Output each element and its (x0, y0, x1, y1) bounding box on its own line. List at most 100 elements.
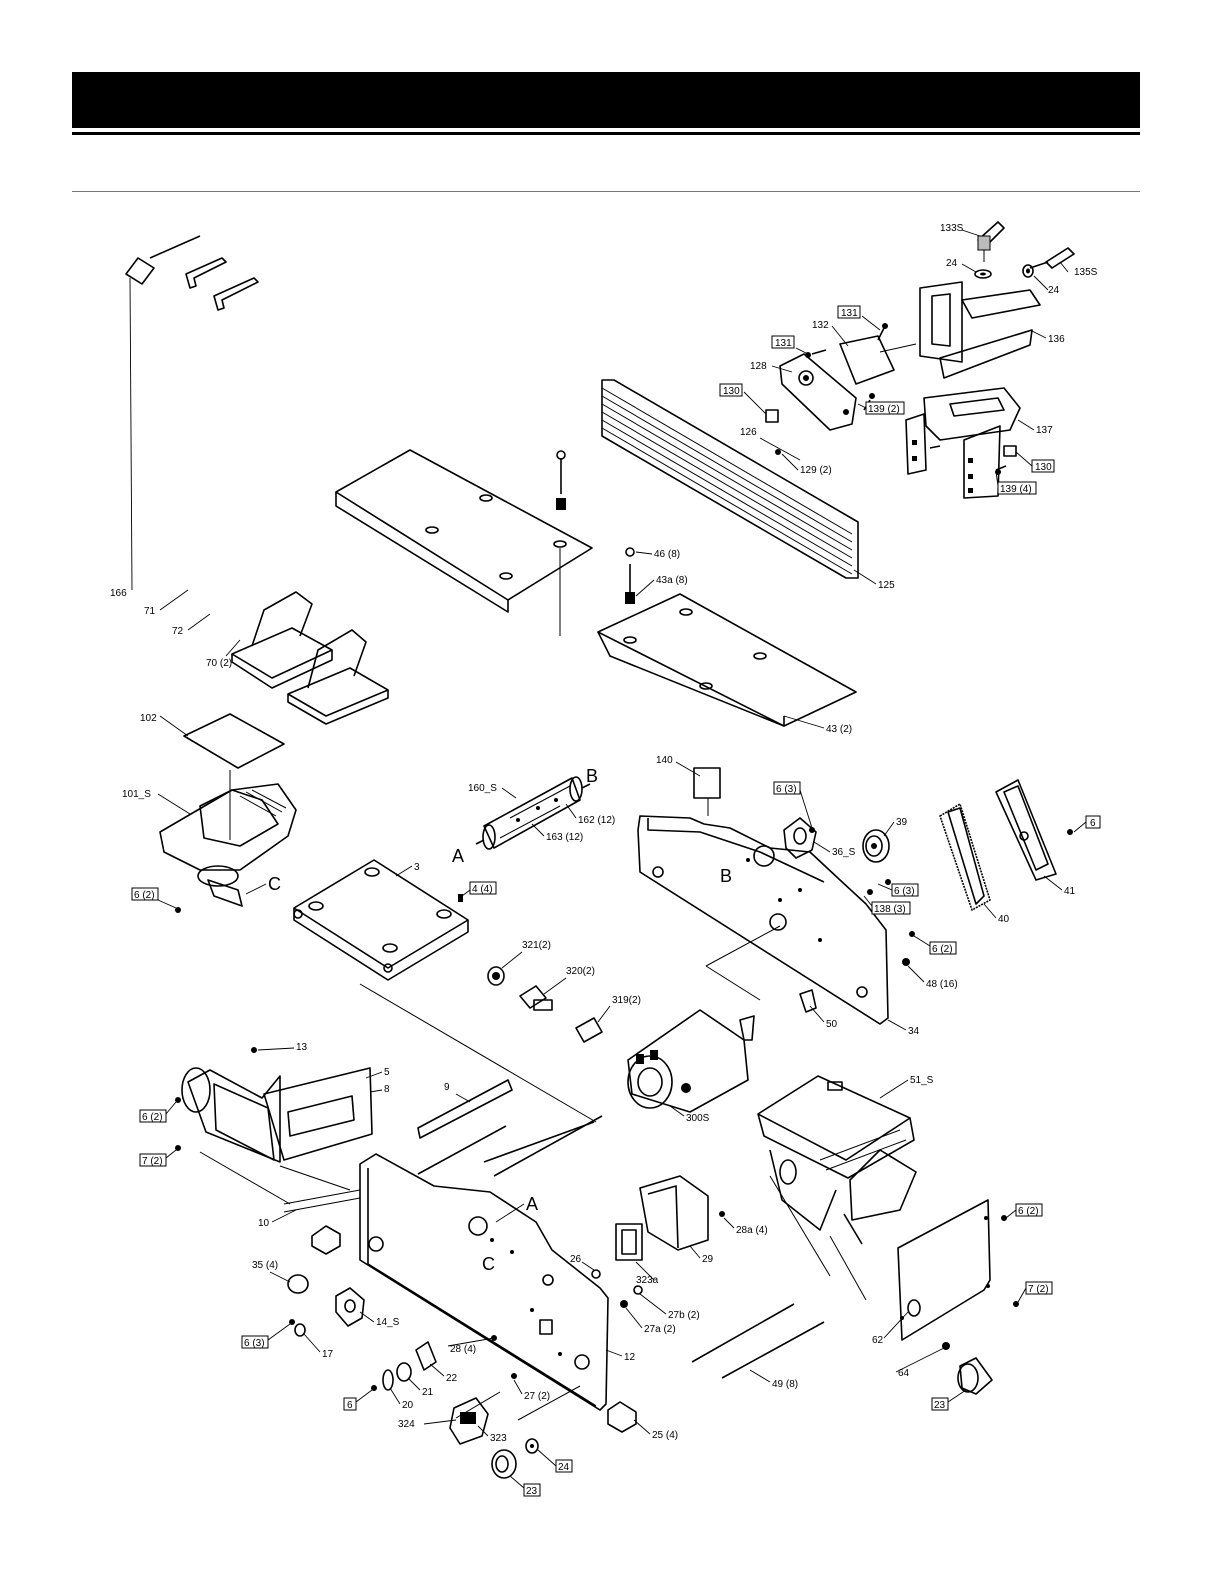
label-163: 163 (12) (546, 832, 583, 843)
label-B: B (586, 766, 598, 786)
label-27b: 27b (2) (668, 1310, 700, 1321)
motor (487, 966, 755, 1113)
label-51_S: 51_S (910, 1075, 934, 1086)
label-17: 17 (322, 1349, 334, 1360)
infeed-table (335, 449, 593, 636)
label-43a: 43a (8) (656, 575, 688, 586)
label-28: 28 (4) (450, 1344, 476, 1355)
label-10: 10 (258, 1218, 270, 1229)
ref-box-23 (931, 1397, 949, 1411)
label-4: 4 (4) (472, 884, 493, 895)
label-72: 72 (172, 626, 184, 637)
dust-chute (159, 713, 297, 913)
label-24: 24 (946, 258, 958, 269)
label-27: 27 (2) (524, 1391, 550, 1402)
label-160_S: 160_S (468, 783, 497, 794)
label-320: 320(2) (566, 966, 595, 977)
ref-box-6 (241, 1335, 269, 1349)
label-B: B (720, 866, 732, 886)
label-27a: 27a (2) (644, 1324, 676, 1335)
label-130: 130 (723, 386, 740, 397)
label-28a: 28a (4) (736, 1225, 768, 1236)
label-35: 35 (4) (252, 1260, 278, 1271)
label-131: 131 (775, 338, 792, 349)
label-62: 62 (872, 1335, 884, 1346)
label-6: 6 (2) (932, 944, 953, 955)
label-12: 12 (624, 1352, 636, 1363)
ref-box-6 (929, 941, 957, 955)
label-136: 136 (1048, 334, 1065, 345)
label-50: 50 (826, 1019, 838, 1030)
label-46: 46 (8) (654, 549, 680, 560)
ref-box-131 (837, 305, 861, 319)
section-rule (72, 191, 1140, 192)
label-24: 24 (558, 1462, 570, 1473)
label-26: 26 (570, 1254, 582, 1265)
label-166: 166 (110, 588, 127, 599)
label-3: 3 (414, 862, 420, 873)
label-132: 132 (812, 320, 829, 331)
label-6: 6 (2) (142, 1112, 163, 1123)
label-6: 6 (2) (1018, 1206, 1039, 1217)
outfeed-table (597, 547, 857, 727)
label-131: 131 (841, 308, 858, 319)
label-133S: 133S (940, 223, 964, 234)
label-321: 321(2) (522, 940, 551, 951)
label-125: 125 (878, 580, 895, 591)
label-36_S: 36_S (832, 847, 856, 858)
label-8: 8 (384, 1084, 390, 1095)
label-6: 6 (3) (894, 886, 915, 897)
label-29: 29 (702, 1254, 714, 1265)
ref-box-6 (773, 781, 801, 795)
header-band (72, 72, 1140, 128)
label-22: 22 (446, 1373, 458, 1384)
label-5: 5 (384, 1067, 390, 1078)
label-7: 7 (2) (1028, 1284, 1049, 1295)
label-130: 130 (1035, 462, 1052, 473)
label-A: A (452, 846, 464, 866)
label-323: 323 (490, 1433, 507, 1444)
fence-assembly (601, 221, 1075, 579)
ref-box-138 (871, 901, 911, 915)
label-A: A (526, 1194, 538, 1214)
label-48: 48 (16) (926, 979, 958, 990)
label-324: 324 (398, 1419, 415, 1430)
ref-box-6 (131, 887, 159, 901)
label-C: C (482, 1254, 495, 1274)
ref-box-130 (719, 383, 743, 397)
label-41: 41 (1064, 886, 1076, 897)
ref-box-4 (469, 881, 497, 895)
label-101_S: 101_S (122, 789, 151, 800)
part-labels: 133S 24 135S 24 131 132 136 131 128 130 … (110, 223, 1101, 1497)
label-64: 64 (898, 1368, 910, 1379)
label-128: 128 (750, 361, 767, 372)
label-49: 49 (8) (772, 1379, 798, 1390)
label-6: 6 (2) (134, 890, 155, 901)
ref-box-7 (139, 1153, 167, 1167)
leader-lines (129, 229, 1087, 1489)
frame-assembly (175, 1047, 725, 1479)
label-139: 139 (4) (1000, 484, 1032, 495)
label-71: 71 (144, 606, 156, 617)
label-7: 7 (2) (142, 1156, 163, 1167)
motor-plate (637, 767, 1073, 1025)
label-6: 6 (1090, 818, 1096, 829)
label-6: 6 (347, 1400, 353, 1411)
label-39: 39 (896, 817, 908, 828)
label-23: 23 (526, 1486, 538, 1497)
ref-box-131 (771, 335, 795, 349)
label-23: 23 (934, 1400, 946, 1411)
label-40: 40 (998, 914, 1010, 925)
label-13: 13 (296, 1042, 308, 1053)
label-43: 43 (2) (826, 724, 852, 735)
label-24: 24 (1048, 285, 1060, 296)
ref-box-139 (997, 481, 1037, 495)
label-323a: 323a (636, 1275, 659, 1286)
label-C: C (268, 874, 281, 894)
label-139: 139 (2) (868, 404, 900, 415)
label-6: 6 (3) (776, 784, 797, 795)
label-9: 9 (444, 1082, 450, 1093)
label-126: 126 (740, 427, 757, 438)
ref-box-6 (343, 1397, 357, 1411)
